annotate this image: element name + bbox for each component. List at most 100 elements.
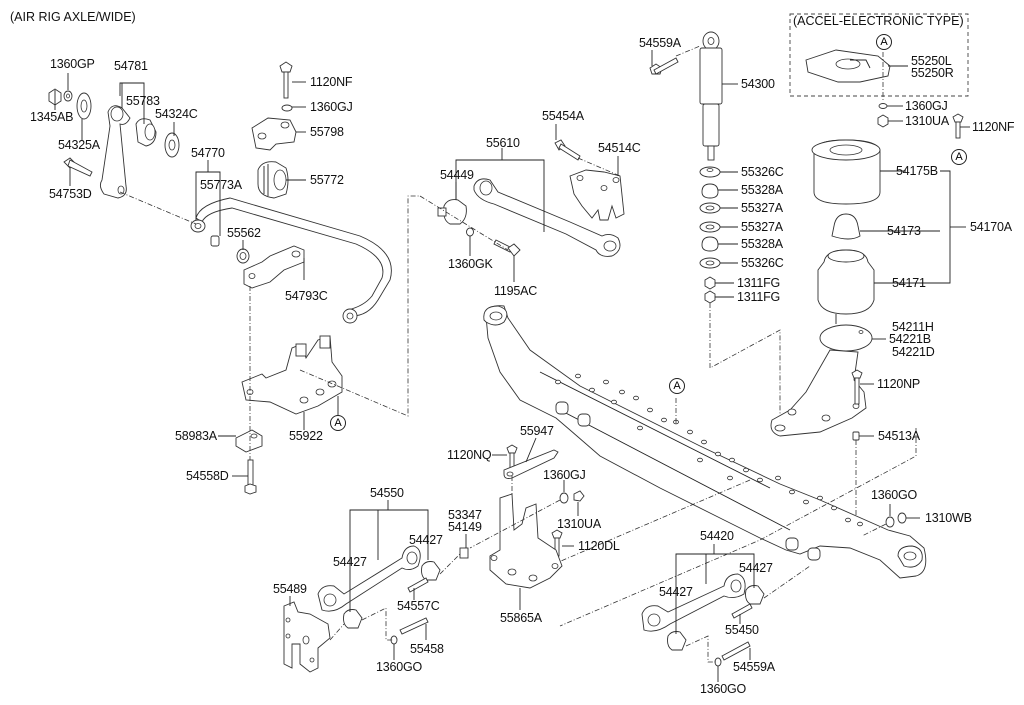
part-label[interactable]: 54427 <box>659 585 693 599</box>
part-label[interactable]: 54420 <box>700 529 734 543</box>
part-label[interactable]: 55489 <box>273 582 307 596</box>
part-label[interactable]: 1120NF <box>310 75 353 89</box>
axle-bolt-hole <box>575 373 581 379</box>
reference-marker-a-right: A <box>951 149 967 165</box>
bolt-54513A <box>852 431 860 441</box>
part-label[interactable]: 55798 <box>310 125 344 139</box>
axle-bolt-hole <box>803 499 809 505</box>
part-label[interactable]: 58983A <box>175 429 217 443</box>
part-label[interactable]: 1360GO <box>871 488 918 502</box>
part-label[interactable]: 54221B <box>889 332 931 346</box>
part-label[interactable]: 54514C <box>598 141 641 155</box>
part-label[interactable]: 54427 <box>739 561 773 575</box>
part-label[interactable]: 55922 <box>289 429 323 443</box>
part-label[interactable]: 1120NF <box>972 120 1015 134</box>
part-label[interactable]: 54781 <box>114 59 148 73</box>
part-label[interactable]: 54559A <box>639 36 681 50</box>
bushing-55562-small <box>210 235 220 247</box>
part-label[interactable]: 1120NP <box>877 377 921 391</box>
washer-1360GP <box>63 90 73 102</box>
bushing-54449 <box>437 199 467 225</box>
part-label[interactable]: 54770 <box>191 146 225 160</box>
part-label[interactable]: 54171 <box>892 276 926 290</box>
accel-electronic-inset-box <box>789 13 969 97</box>
bolt-1120NQ <box>506 444 518 470</box>
axle-bolt-hole <box>775 475 781 481</box>
part-label[interactable]: 1311FG <box>737 290 781 304</box>
axle-bolt-hole <box>589 387 595 393</box>
part-label[interactable]: 54427 <box>409 533 443 547</box>
part-label[interactable]: 55326C <box>741 165 784 179</box>
part-label[interactable]: 54558D <box>186 469 229 483</box>
bushing-55772 <box>257 161 289 199</box>
part-label[interactable]: 55610 <box>486 136 520 150</box>
part-label[interactable]: 1120NQ <box>447 448 492 462</box>
part-label[interactable]: 55773A <box>200 178 242 192</box>
bushing-54427-c <box>745 585 765 605</box>
part-label[interactable]: 54513A <box>878 429 920 443</box>
part-label[interactable]: 55772 <box>310 173 344 187</box>
axle-bolt-hole <box>555 379 561 385</box>
part-label[interactable]: 54300 <box>741 77 775 91</box>
part-label[interactable]: 55327A <box>741 220 783 234</box>
axle-bolt-hole <box>661 417 667 423</box>
axle-bolt-hole <box>697 457 703 463</box>
part-label[interactable]: 54427 <box>333 555 367 569</box>
axle-bolt-hole <box>743 467 749 473</box>
part-label[interactable]: 54557C <box>397 599 440 613</box>
part-label[interactable]: 1310UA <box>905 114 949 128</box>
part-label[interactable]: 55783 <box>126 94 160 108</box>
bolt-1120NF-left <box>279 61 293 99</box>
part-label[interactable]: 54173 <box>887 224 921 238</box>
part-label[interactable]: 55454A <box>542 109 584 123</box>
washer-1360GJ-left <box>281 104 293 112</box>
part-label[interactable]: 55250L <box>911 54 952 68</box>
part-label[interactable]: 1360GJ <box>310 100 353 114</box>
part-label[interactable]: 1360GP <box>50 57 95 71</box>
part-label[interactable]: 54149 <box>448 520 482 534</box>
part-label[interactable]: 1360GO <box>700 682 747 696</box>
part-label[interactable]: 1120DL <box>578 539 620 553</box>
part-label[interactable]: 55328A <box>741 237 783 251</box>
bolt-54557C <box>407 577 429 593</box>
part-label[interactable]: 54325A <box>58 138 100 152</box>
part-label[interactable]: 55250R <box>911 66 954 80</box>
part-label[interactable]: 55562 <box>227 226 261 240</box>
part-label[interactable]: 1360GO <box>376 660 423 674</box>
part-label[interactable]: 54221D <box>892 345 935 359</box>
axle-bolt-hole <box>687 429 693 435</box>
part-label[interactable]: 1310UA <box>557 517 601 531</box>
part-label[interactable]: 55327A <box>741 201 783 215</box>
part-label[interactable]: 55458 <box>410 642 444 656</box>
part-label[interactable]: 1310WB <box>925 511 972 525</box>
part-label[interactable]: 1360GJ <box>905 99 948 113</box>
part-label[interactable]: 53347 <box>448 508 482 522</box>
bushing-55783 <box>135 118 157 147</box>
part-label[interactable]: 54324C <box>155 107 198 121</box>
part-label[interactable]: 55326C <box>741 256 784 270</box>
part-label[interactable]: 55865A <box>500 611 542 625</box>
leader-lines <box>54 50 970 682</box>
axle-bolt-hole <box>789 489 795 495</box>
part-label[interactable]: 1311FG <box>737 276 781 290</box>
part-label[interactable]: 1345AB <box>30 110 74 124</box>
part-label[interactable]: 54559A <box>733 660 775 674</box>
bolt-1120NP <box>851 369 863 405</box>
bolt-55450 <box>731 603 753 619</box>
part-label[interactable]: 54793C <box>285 289 328 303</box>
part-label[interactable]: 54753D <box>49 187 92 201</box>
part-label[interactable]: 55328A <box>741 183 783 197</box>
part-label[interactable]: 1360GJ <box>543 468 586 482</box>
mount-bracket-54211H <box>770 324 873 437</box>
part-label[interactable]: 54550 <box>370 486 404 500</box>
part-label[interactable]: 1195AC <box>494 284 538 298</box>
arm-55610 <box>473 178 621 257</box>
part-label[interactable]: 54170A <box>970 220 1012 234</box>
part-label[interactable]: 54449 <box>440 168 474 182</box>
part-label[interactable]: 55947 <box>520 424 554 438</box>
part-label[interactable]: 54175B <box>896 164 938 178</box>
air-bellow-54171 <box>817 249 875 324</box>
part-label[interactable]: 55450 <box>725 623 759 637</box>
part-label[interactable]: 54211H <box>892 320 934 334</box>
part-label[interactable]: 1360GK <box>448 257 493 271</box>
